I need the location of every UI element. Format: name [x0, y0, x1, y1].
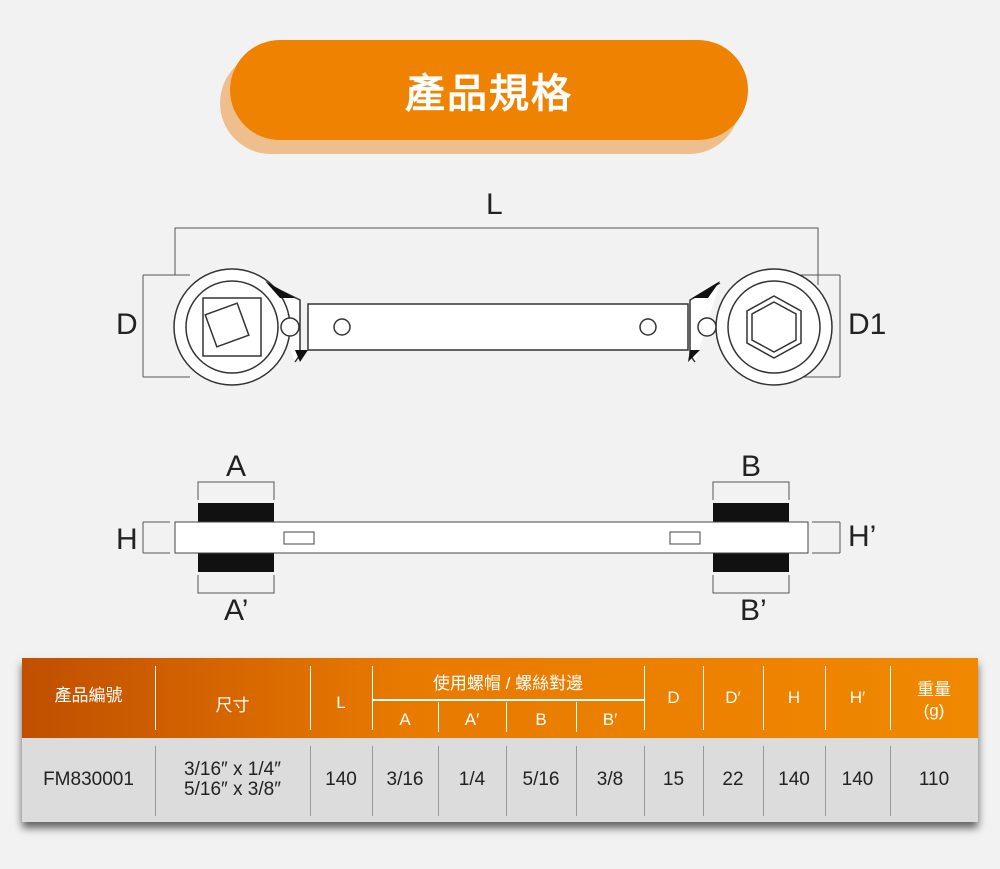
cell-product-no: FM830001: [43, 769, 134, 790]
page-title: 產品規格: [230, 40, 748, 140]
cell-H-prime: 140: [841, 769, 874, 790]
header-divider-line: [763, 666, 764, 730]
row-divider-line: [506, 746, 507, 816]
cell-H: 140: [778, 769, 810, 790]
row-divider-line: [890, 746, 891, 816]
wrench-diagram: [142, 227, 841, 594]
cell-A-prime: 1/4: [458, 769, 486, 790]
row-divider-line: [372, 746, 373, 816]
header-divider-line: [372, 666, 373, 730]
wrench-top-view: [173, 268, 833, 386]
wrench-side-view: [142, 481, 841, 594]
cell-B-prime: 3/8: [596, 769, 624, 790]
header-divider-line: [506, 702, 507, 732]
header-H-prime: H′: [849, 688, 866, 707]
header-weight-unit: (g): [923, 701, 945, 720]
header-divider-line: [576, 702, 577, 732]
cell-A: 3/16: [386, 769, 424, 790]
dim-label-B-prime: B’: [740, 594, 767, 627]
row-divider-line: [763, 746, 764, 816]
dim-label-A-prime: A’: [224, 594, 249, 627]
header-A-prime: A′: [464, 710, 480, 729]
dim-label-D1: D1: [848, 308, 887, 341]
table-header: 產品編號 尺寸 L 使用螺帽 / 螺絲對邊 A A′ B B′ D D′ H H…: [22, 658, 978, 738]
header-fastener-group: 使用螺帽 / 螺絲對邊: [432, 673, 584, 693]
header-size: 尺寸: [215, 695, 250, 715]
dim-label-H: H: [116, 523, 138, 556]
cell-size-line1: 3/16″ x 1/4″: [184, 759, 281, 780]
cell-size-line2: 5/16″ x 3/8″: [184, 779, 281, 800]
cell-D: 15: [662, 769, 685, 790]
header-L: L: [336, 693, 346, 712]
dim-label-L: L: [486, 188, 503, 221]
row-divider-line: [155, 746, 156, 816]
spec-table: 產品編號 尺寸 L 使用螺帽 / 螺絲對邊 A A′ B B′ D D′ H H…: [22, 658, 978, 822]
header-divider-line: [825, 666, 826, 730]
cell-B: 5/16: [522, 769, 560, 790]
header-B: B: [535, 710, 547, 729]
cell-D-prime: 22: [722, 769, 744, 790]
row-divider-line: [438, 746, 439, 816]
row-divider-line: [576, 746, 577, 816]
header-divider-line: [310, 666, 311, 730]
dim-label-A: A: [226, 450, 247, 483]
header-divider-line: [890, 666, 891, 730]
header-divider-line: [703, 666, 704, 730]
dim-label-H-prime: H’: [848, 520, 877, 553]
header-divider-line: [644, 666, 645, 730]
header-A: A: [399, 710, 411, 729]
cell-weight: 110: [918, 769, 950, 790]
row-divider-line: [703, 746, 704, 816]
header-divider-line: [438, 702, 439, 732]
table-row: FM830001 3/16″ x 1/4″ 5/16″ x 3/8″ 140 3…: [22, 738, 978, 822]
dim-label-B: B: [741, 450, 762, 483]
header-D: D: [667, 688, 680, 707]
header-product-no: 產品編號: [54, 685, 123, 705]
dim-label-D: D: [116, 308, 138, 341]
header-divider: [372, 699, 644, 701]
row-divider-line: [825, 746, 826, 816]
header-H: H: [787, 688, 801, 707]
row-divider-line: [310, 746, 311, 816]
header-divider-line: [155, 666, 156, 730]
row-divider-line: [644, 746, 645, 816]
cell-L: 140: [325, 769, 357, 790]
header-B-prime: B′: [602, 710, 618, 729]
header-weight: 重量: [917, 679, 951, 699]
header-D-prime: D′: [725, 688, 741, 707]
